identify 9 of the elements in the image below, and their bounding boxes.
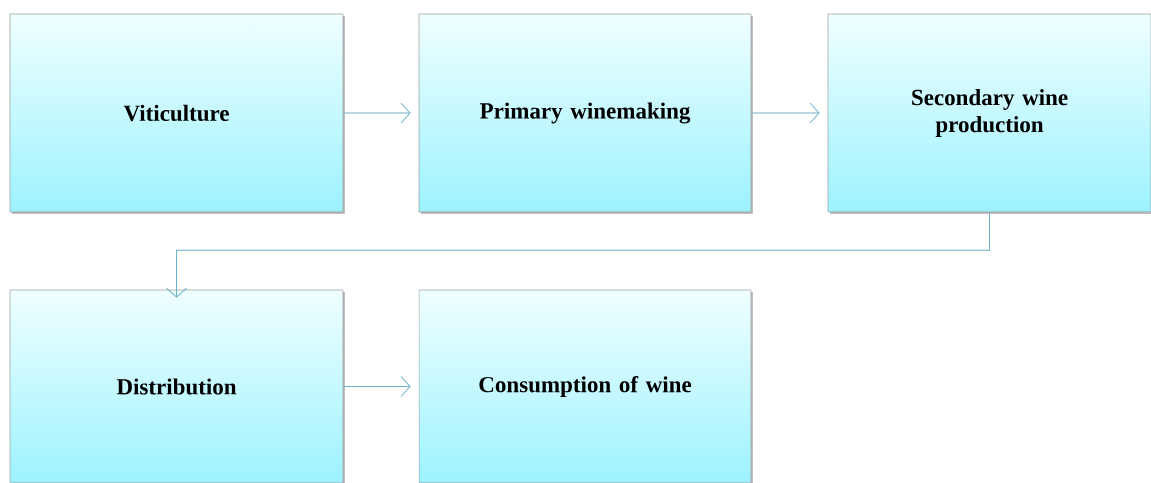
arrow <box>342 102 411 124</box>
arrow <box>166 211 990 298</box>
arrow <box>750 102 820 124</box>
arrow <box>342 376 411 397</box>
process-box: Secondary wine production <box>827 13 1151 213</box>
process-box: Primary winemaking <box>418 13 752 213</box>
process-box: Distribution <box>9 289 344 483</box>
process-box: Viticulture <box>9 13 344 213</box>
process-box: Consumption of wine <box>418 289 752 483</box>
